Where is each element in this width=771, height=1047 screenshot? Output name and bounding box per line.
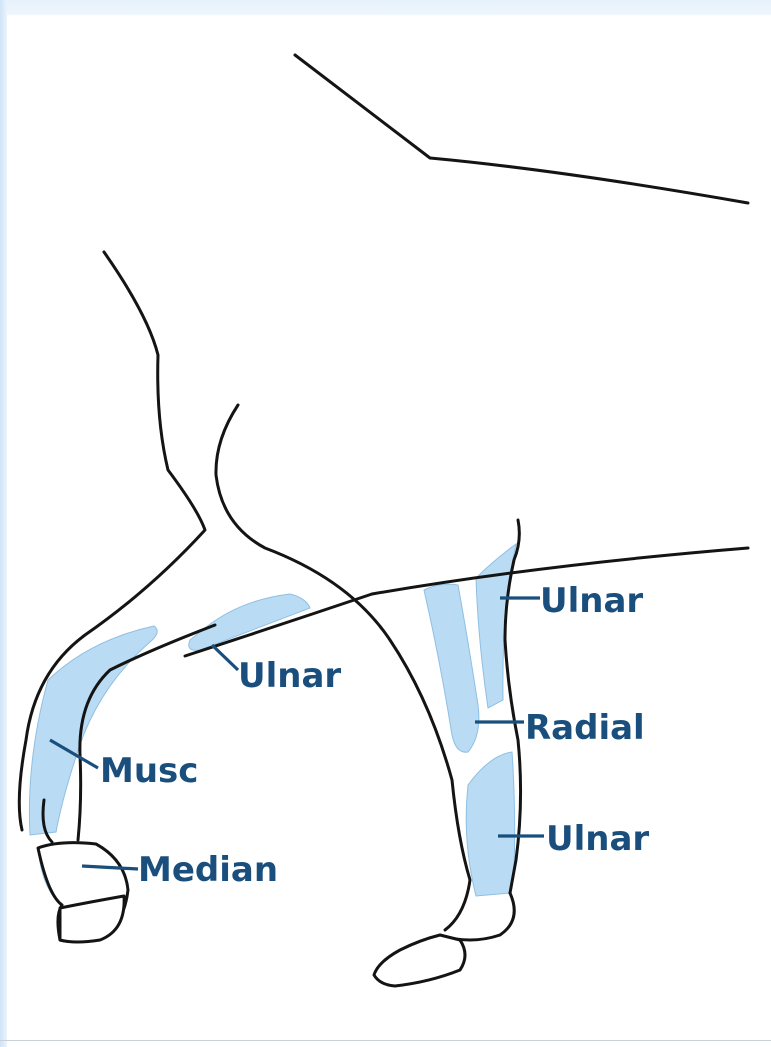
- label-radial: Radial: [525, 708, 645, 748]
- label-ulnar-upper: Ulnar: [540, 581, 643, 621]
- label-musc: Musc: [100, 751, 198, 791]
- rear-pastern: [440, 893, 514, 940]
- label-ulnar-forearm: Ulnar: [238, 656, 341, 696]
- label-median: Median: [138, 850, 278, 890]
- zone-radial: [424, 584, 479, 752]
- label-ulnar-lower: Ulnar: [546, 819, 649, 859]
- rear-hoof: [374, 935, 465, 986]
- zone-ulnar-lower: [466, 752, 514, 896]
- leader-ulnar-forearm: [212, 645, 238, 670]
- back-line: [295, 55, 748, 203]
